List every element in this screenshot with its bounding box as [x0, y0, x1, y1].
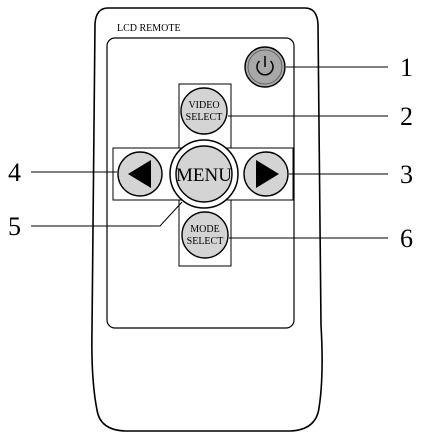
video-select-label-line2: SELECT: [186, 112, 223, 123]
power-icon: [256, 56, 274, 76]
callout-2: 2: [400, 102, 413, 131]
power-button[interactable]: [244, 46, 286, 88]
callout-6: 6: [400, 224, 413, 253]
mode-select-button[interactable]: MODE SELECT: [181, 211, 229, 259]
callout-5: 5: [8, 212, 21, 241]
triangle-left-icon: [128, 160, 151, 188]
callout-3: 3: [400, 160, 413, 189]
mode-select-label-line2: SELECT: [187, 236, 224, 247]
menu-button[interactable]: MENU: [169, 139, 239, 209]
triangle-right-icon: [256, 160, 279, 188]
video-select-button[interactable]: VIDEO SELECT: [180, 87, 228, 135]
left-arrow-button[interactable]: [117, 151, 163, 197]
menu-label: MENU: [176, 165, 232, 186]
callout-line-5: [31, 201, 183, 227]
callout-1: 1: [400, 53, 413, 82]
button-panel: [106, 37, 295, 329]
video-select-label-line1: VIDEO: [188, 100, 219, 111]
remote-title: LCD REMOTE: [117, 23, 181, 34]
callout-4: 4: [8, 158, 21, 187]
mode-select-label-line1: MODE: [190, 224, 219, 235]
right-arrow-button[interactable]: [243, 151, 289, 197]
